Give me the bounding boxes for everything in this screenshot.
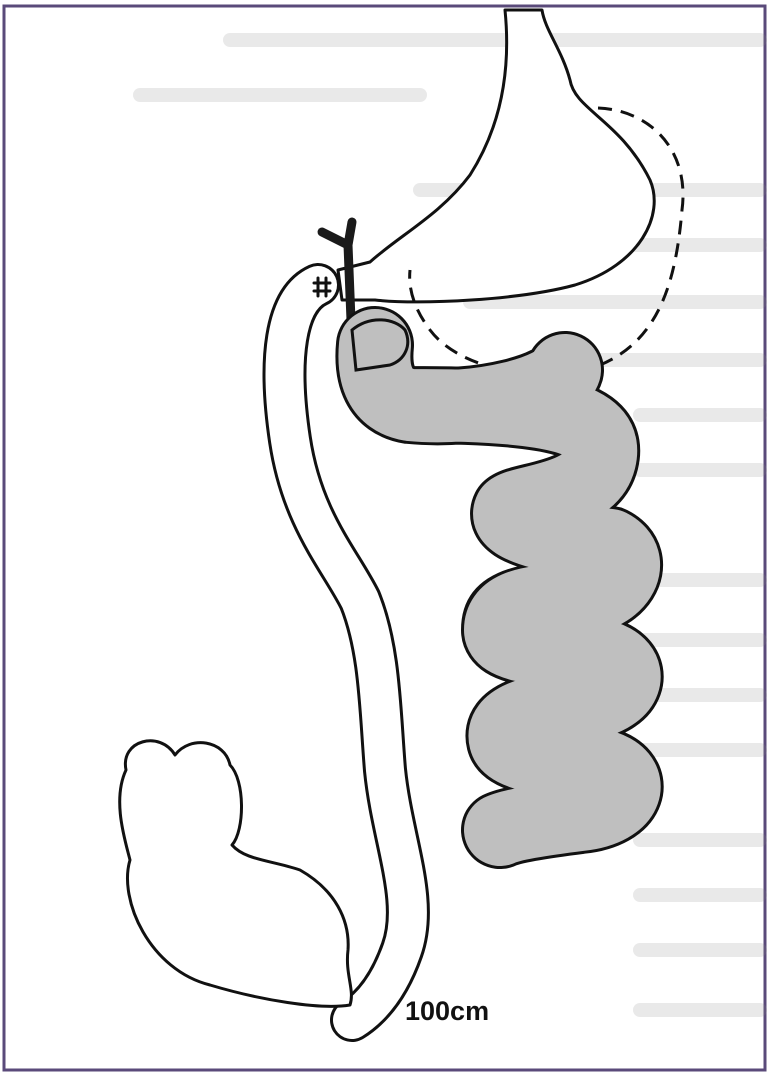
length-label: 100cm <box>405 996 489 1026</box>
bile-duct-top-right <box>348 222 352 245</box>
